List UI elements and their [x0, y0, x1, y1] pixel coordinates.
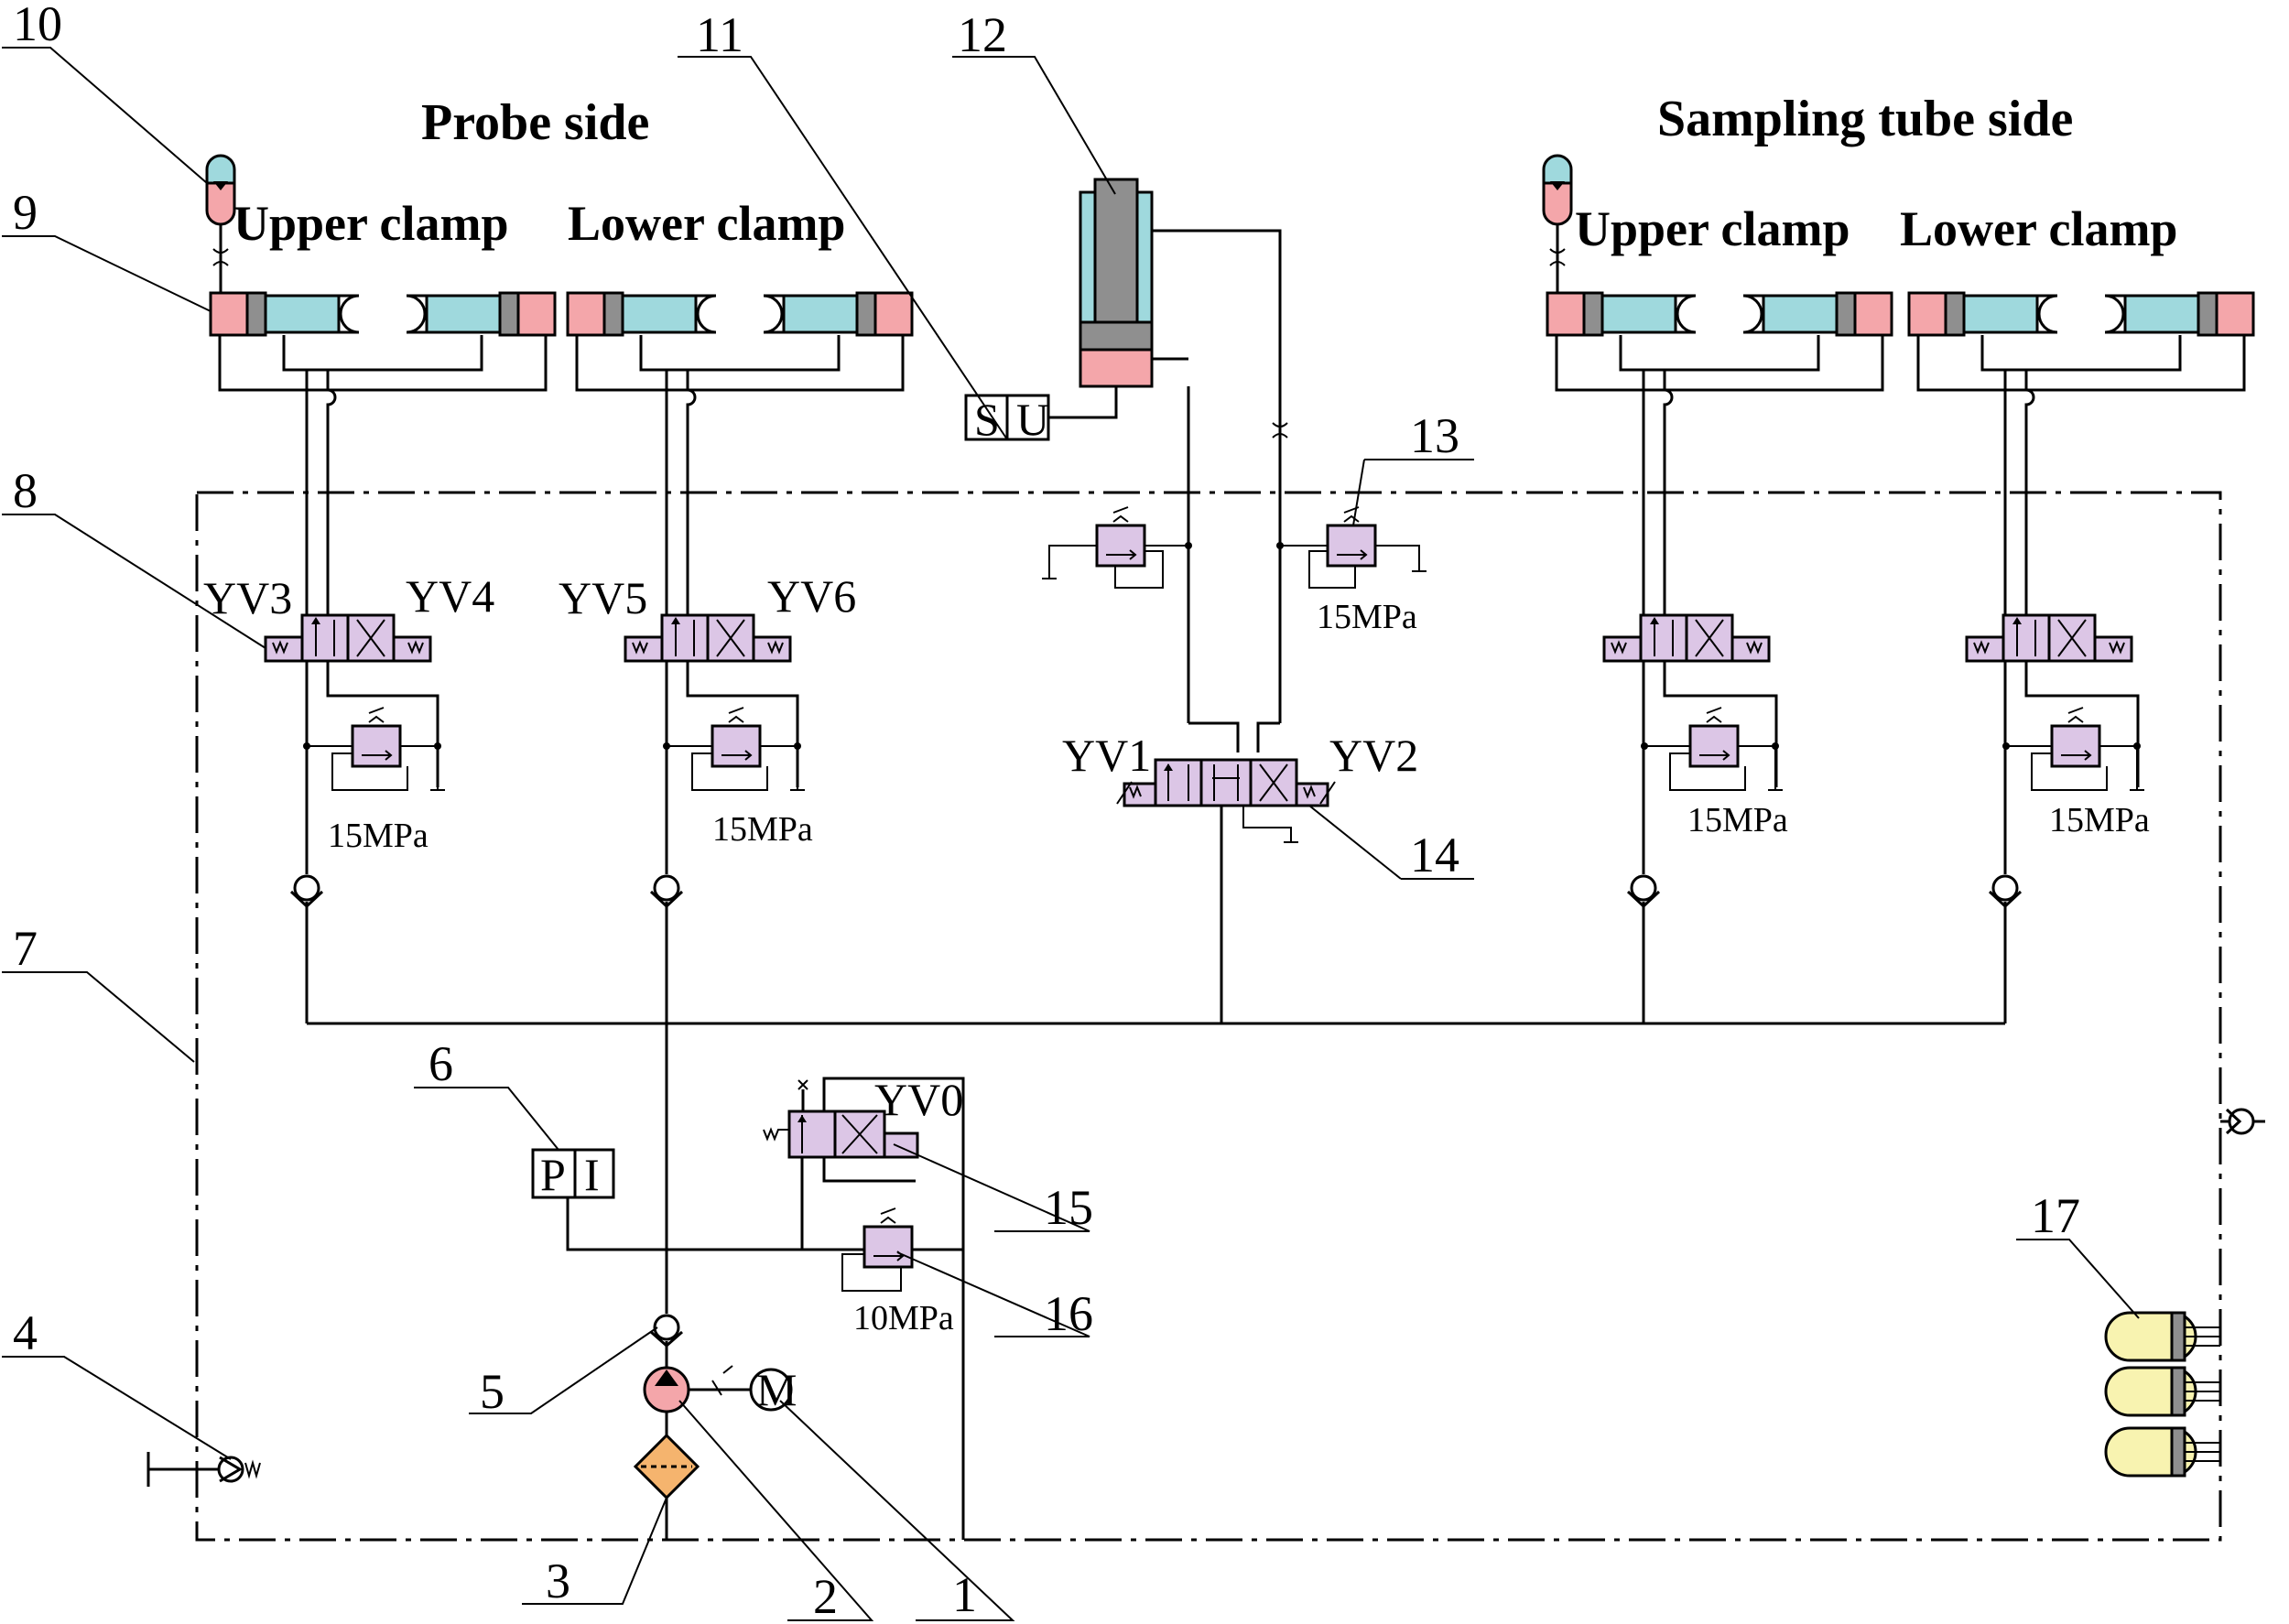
callout-3: 3 [546, 1554, 570, 1608]
signal-yv6: YV6 [767, 570, 856, 622]
clamp-sampling-upper [1546, 291, 1893, 392]
callout-9: 9 [13, 185, 38, 240]
hydraulic-cylinder [1035, 178, 1288, 494]
callout-1: 1 [952, 1567, 977, 1622]
relief-valve-probe-upper [303, 707, 445, 791]
signal-yv1: YV1 [1062, 730, 1151, 781]
relief-valve-cylinder-left [1042, 506, 1192, 589]
title-sampling-tube-side: Sampling tube side [1657, 91, 2073, 147]
pressure-header [305, 824, 2007, 1300]
callout-5: 5 [480, 1364, 504, 1419]
pressure-main: 10MPa [853, 1299, 954, 1337]
accumulator-sampling [1542, 154, 1573, 293]
callout-13: 13 [1410, 408, 1459, 463]
relief-valve-sampling-lower [2002, 707, 2144, 791]
callout-10: 10 [13, 0, 62, 51]
title-probe-side: Probe side [421, 94, 649, 151]
valve-unload [763, 1077, 965, 1540]
pressure-sampling-lower: 15MPa [2049, 801, 2150, 839]
signal-yv0: YV0 [874, 1074, 963, 1125]
clamp-probe-lower-lines [665, 370, 697, 494]
callout-12: 12 [958, 7, 1007, 62]
callout-14: 14 [1410, 828, 1459, 882]
accumulator-probe [205, 154, 236, 293]
motor-label: M [756, 1364, 797, 1415]
callout-7: 7 [13, 921, 38, 976]
label-probe-upper-clamp: Upper clamp [233, 196, 509, 251]
signal-yv2: YV2 [1329, 730, 1418, 781]
pi-p-label: P [540, 1149, 566, 1200]
clamp-sampling-upper-lines [1642, 370, 1674, 494]
label-sampling-lower-clamp: Lower clamp [1900, 201, 2177, 256]
valve-probe-upper [264, 613, 432, 663]
relief-valve-sampling-upper [1641, 707, 1783, 791]
pressure-probe-upper: 15MPa [328, 817, 429, 855]
pressure-sampling-upper: 15MPa [1687, 801, 1788, 839]
branch-lines [305, 494, 2140, 874]
callout-11: 11 [696, 7, 743, 62]
signal-yv5: YV5 [559, 572, 647, 623]
callout-4: 4 [13, 1305, 38, 1360]
callout-17: 17 [2031, 1188, 2080, 1243]
clamp-probe-upper [209, 291, 557, 392]
relief-valve-cylinder-right [1276, 506, 1427, 589]
pump-unit: M [633, 1023, 797, 1540]
accumulator-bank [2104, 1311, 2220, 1478]
valve-cylinder [1116, 758, 1336, 843]
signal-yv3: YV3 [203, 572, 292, 623]
breather [146, 1452, 261, 1487]
check-valves-branch [289, 874, 2023, 909]
callout-16: 16 [1044, 1286, 1093, 1341]
clamp-sampling-lower [1907, 291, 2255, 392]
valve-sampling-lower [1965, 613, 2133, 663]
su-s-label: S [974, 394, 1000, 445]
valve-sampling-upper [1602, 613, 1771, 663]
pi-i-label: I [584, 1149, 600, 1200]
pressure-cylinder: 15MPa [1317, 598, 1417, 636]
cylinder-circuit [1187, 494, 1282, 752]
relief-valve-probe-lower [663, 707, 805, 791]
signal-yv4: YV4 [406, 570, 494, 622]
relief-valve-main [841, 1207, 914, 1292]
pressure-indicator: P I [531, 1148, 963, 1251]
clamp-probe-lower [566, 291, 914, 392]
clamp-probe-upper-lines [305, 370, 337, 494]
su-sensor: S U [964, 394, 1050, 445]
label-sampling-upper-clamp: Upper clamp [1575, 201, 1850, 256]
label-probe-lower-clamp: Lower clamp [568, 196, 845, 251]
return-check [2220, 1108, 2265, 1135]
su-u-label: U [1016, 394, 1049, 445]
tank-boundary [195, 491, 2222, 1542]
callout-leaders [2, 47, 2140, 1621]
valve-probe-lower [624, 613, 792, 663]
callout-8: 8 [13, 463, 38, 518]
clamp-sampling-lower-lines [2003, 370, 2035, 494]
pressure-probe-lower: 15MPa [712, 810, 813, 849]
callout-2: 2 [813, 1569, 838, 1624]
callout-6: 6 [429, 1036, 453, 1091]
callout-15: 15 [1044, 1180, 1093, 1235]
